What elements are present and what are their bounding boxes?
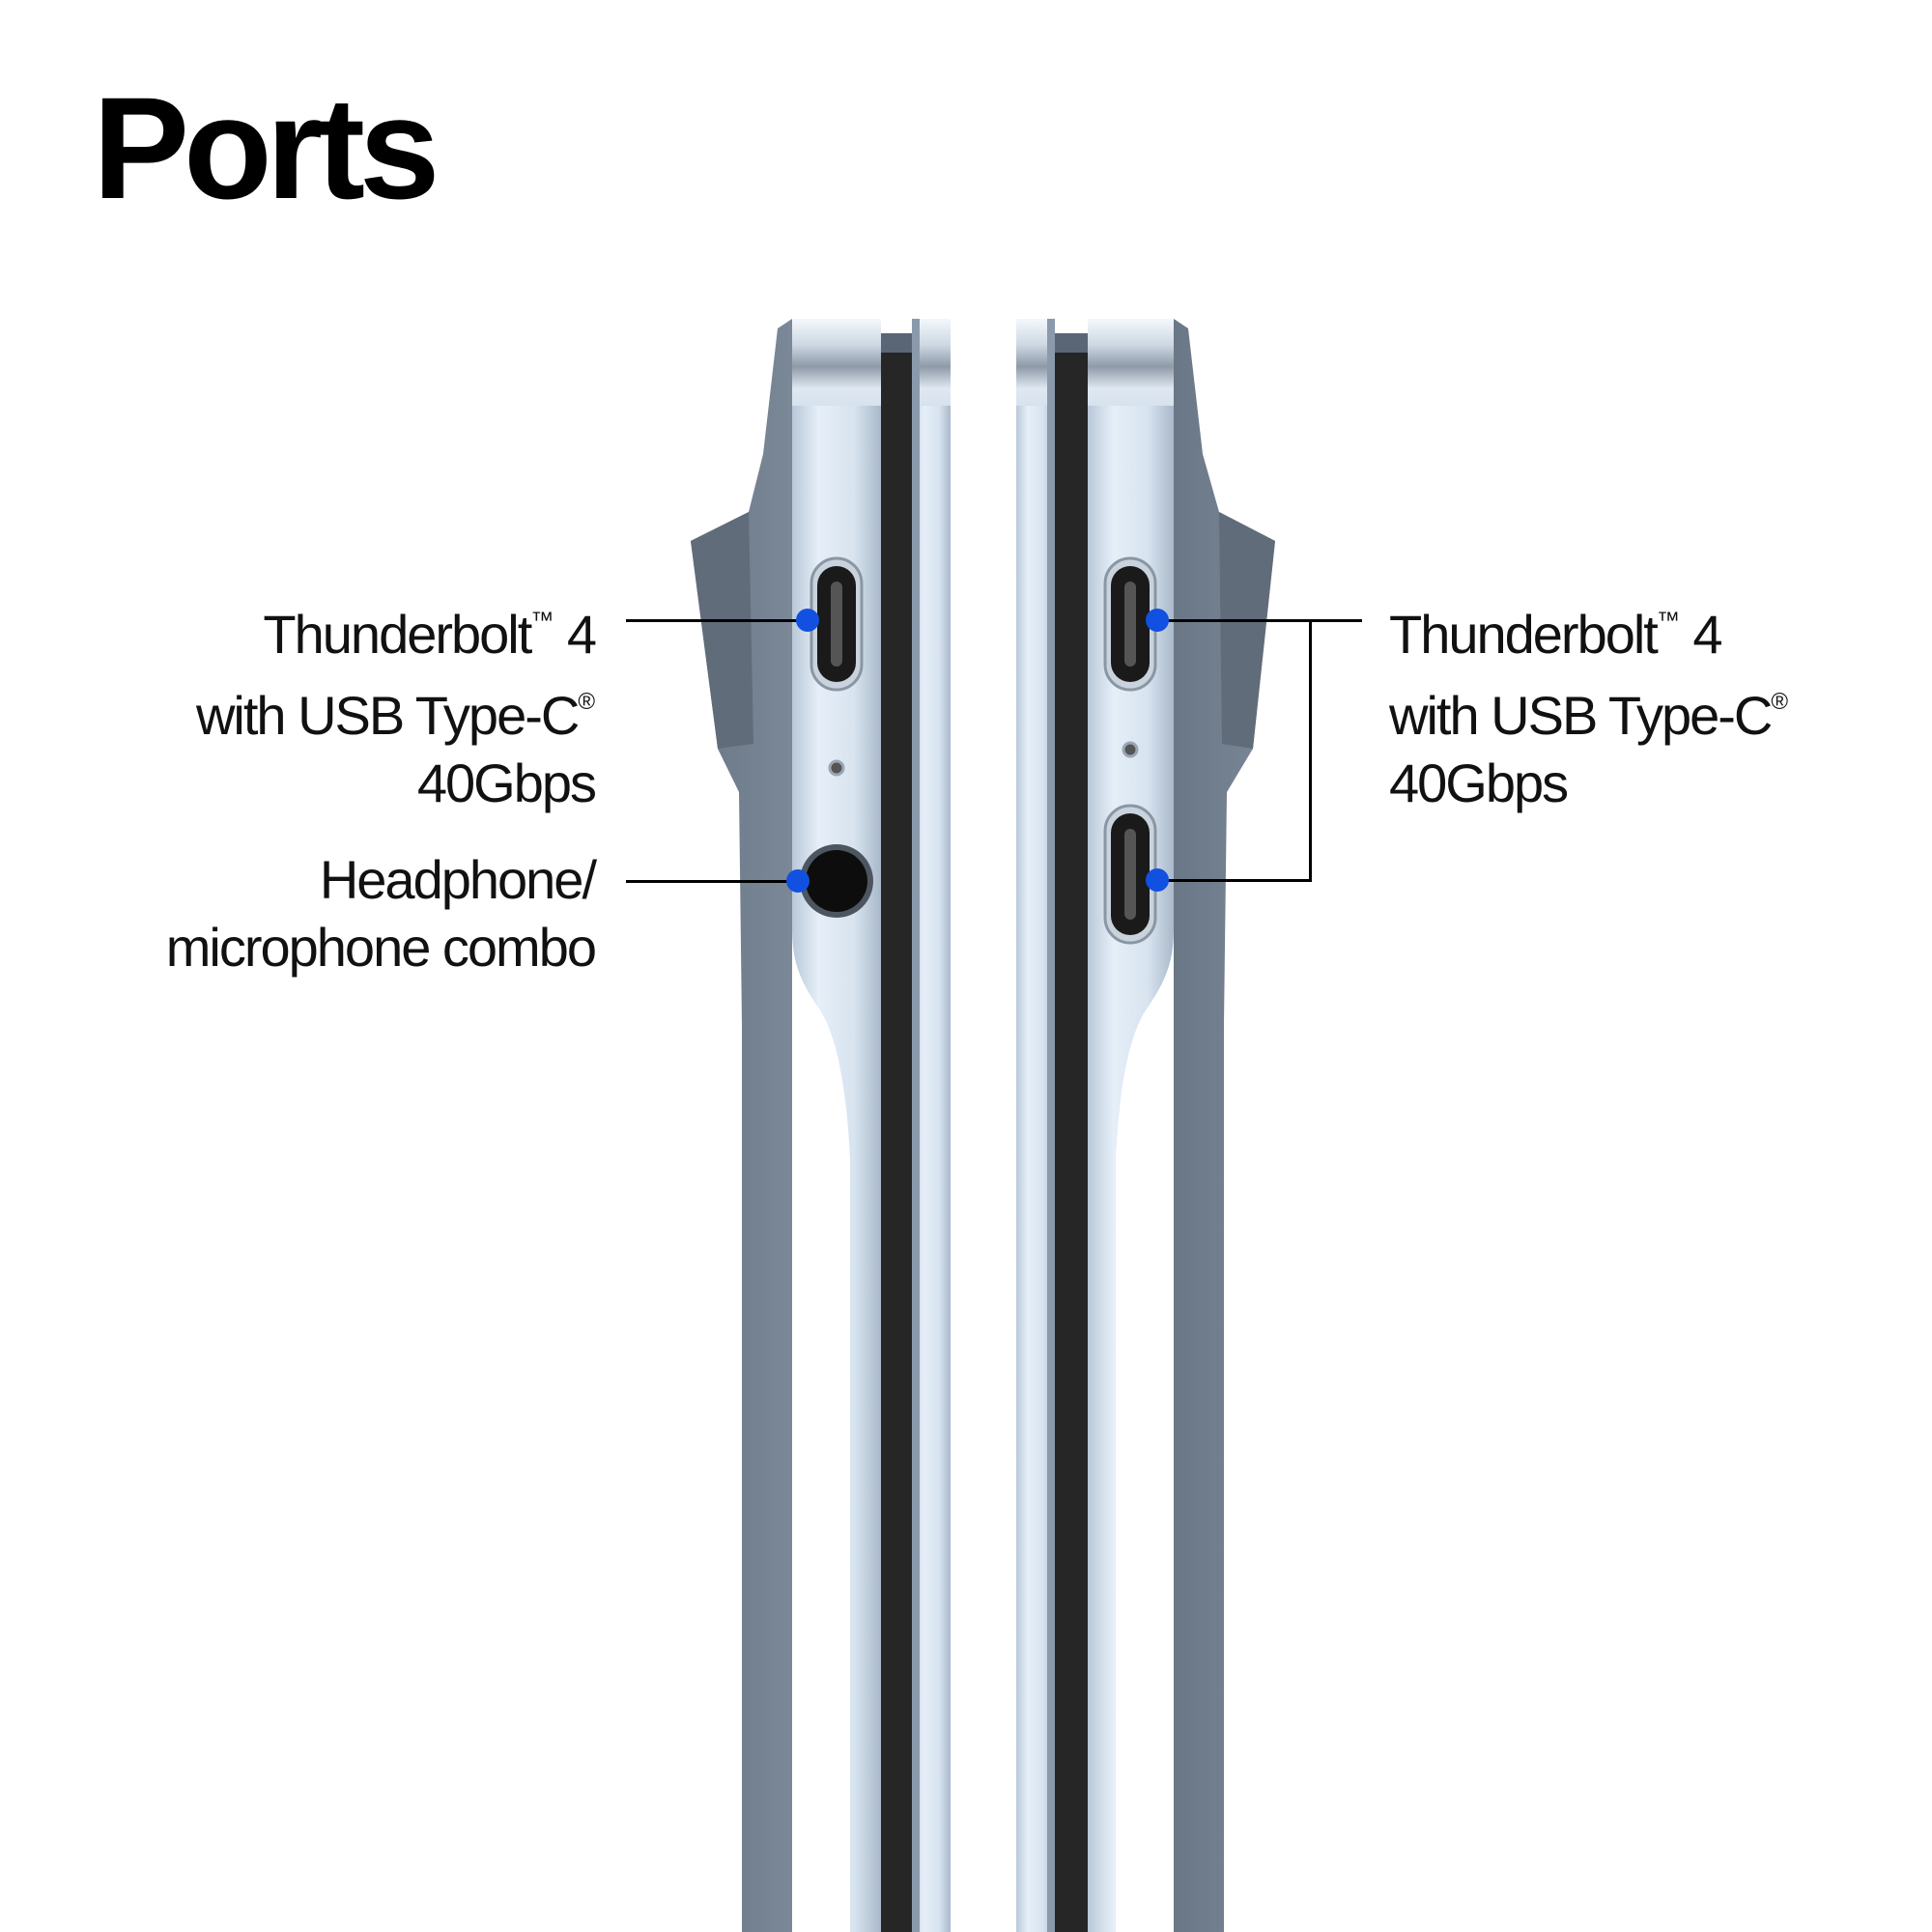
left-status-led — [828, 759, 845, 777]
callout-dot-left-thunderbolt — [796, 609, 819, 632]
callout-label-right-thunderbolt: Thunderbolt™ 4 with USB Type-C® 40Gbps — [1389, 604, 1789, 813]
callout-label-left-headphone: Headphone/ microphone combo — [165, 849, 597, 978]
leader-line-right-bottom — [1163, 879, 1312, 882]
right-status-led — [1122, 741, 1139, 758]
right-usb-c-port-graphic-bottom — [1103, 804, 1157, 945]
page-title: Ports — [93, 67, 440, 229]
right-laptop-profile — [1016, 319, 1275, 1932]
leader-line-left-headphone — [626, 880, 800, 883]
left-usb-c-port-graphic — [810, 556, 864, 692]
left-laptop-profile — [691, 319, 951, 1932]
leader-line-left-thunderbolt — [626, 619, 808, 622]
leader-line-right-top — [1163, 619, 1362, 622]
left-audio-jack-graphic — [800, 844, 873, 918]
callout-dot-left-headphone — [786, 869, 810, 893]
callout-label-left-thunderbolt: Thunderbolt™ 4 with USB Type-C® 40Gbps — [195, 604, 597, 813]
callout-dot-right-thunderbolt-top — [1146, 609, 1169, 632]
leader-line-right-bracket — [1309, 619, 1312, 882]
right-usb-c-port-graphic-top — [1103, 556, 1157, 692]
callout-dot-right-thunderbolt-bottom — [1146, 868, 1169, 892]
